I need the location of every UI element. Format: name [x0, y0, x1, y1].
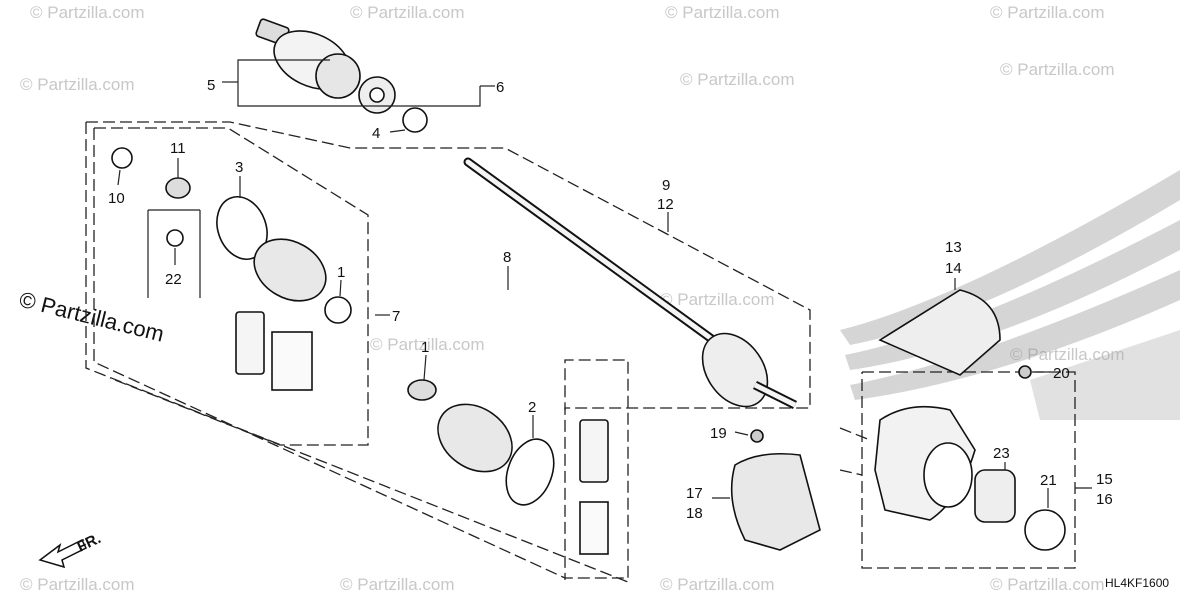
- outer-joint-assembly: [255, 18, 428, 133]
- watermark: © Partzilla.com: [20, 75, 135, 94]
- watermark: © Partzilla.com: [350, 3, 465, 22]
- group-outlines: [85, 121, 1076, 583]
- watermark: © Partzilla.com: [1000, 60, 1115, 79]
- callout-14: 14: [945, 260, 962, 277]
- diagram-code: HL4KF1600: [1105, 576, 1169, 590]
- callout-17: 17: [686, 485, 703, 502]
- watermark: © Partzilla.com: [680, 70, 795, 89]
- callout-6: 6: [496, 79, 504, 96]
- watermark: © Partzilla.com: [660, 290, 775, 309]
- watermark: © Partzilla.com: [665, 3, 780, 22]
- front-direction-arrow: FR.: [38, 530, 104, 569]
- callout-22: 22: [165, 271, 182, 288]
- callout-numbers: 5 6 4 10 11 3 22 1 7 8 1 2 9 12 13 14 20…: [108, 77, 1113, 522]
- callout-1a: 1: [337, 264, 345, 281]
- boot-kit-parts: [111, 147, 352, 391]
- callout-1b: 1: [421, 339, 429, 356]
- boot-kit-parts-2: [407, 379, 609, 555]
- callout-5: 5: [207, 77, 215, 94]
- callout-15: 15: [1096, 471, 1113, 488]
- watermark: © Partzilla.com: [990, 575, 1105, 594]
- callout-20: 20: [1053, 365, 1070, 382]
- callout-18: 18: [686, 505, 703, 522]
- callout-3: 3: [235, 159, 243, 176]
- watermark-group: © Partzilla.com © Partzilla.com © Partzi…: [20, 3, 1125, 594]
- callout-19: 19: [710, 425, 727, 442]
- direction-label: FR.: [75, 530, 104, 556]
- watermark: © Partzilla.com: [20, 575, 135, 594]
- watermark: © Partzilla.com: [1010, 345, 1125, 364]
- callout-16: 16: [1096, 491, 1113, 508]
- watermark: © Partzilla.com: [30, 3, 145, 22]
- watermark: © Partzilla.com: [370, 335, 485, 354]
- callout-12: 12: [657, 196, 674, 213]
- drive-shaft: [463, 157, 798, 410]
- watermark: © Partzilla.com: [660, 575, 775, 594]
- knuckle-assembly: [730, 289, 1066, 551]
- watermark: © Partzilla.com: [990, 3, 1105, 22]
- watermark: © Partzilla.com: [340, 575, 455, 594]
- callout-10: 10: [108, 190, 125, 207]
- callout-21: 21: [1040, 472, 1057, 489]
- brand-wing-logo: [840, 170, 1180, 420]
- callout-8: 8: [503, 249, 511, 266]
- callout-13: 13: [945, 239, 962, 256]
- callout-2: 2: [528, 399, 536, 416]
- leader-lines: [117, 158, 1092, 508]
- callout-23: 23: [993, 445, 1010, 462]
- callout-7: 7: [392, 308, 400, 325]
- watermark-prominent: © Partzilla.com: [17, 287, 167, 347]
- callout-9: 9: [662, 177, 670, 194]
- callout-11: 11: [170, 140, 186, 157]
- callout-4: 4: [372, 125, 380, 142]
